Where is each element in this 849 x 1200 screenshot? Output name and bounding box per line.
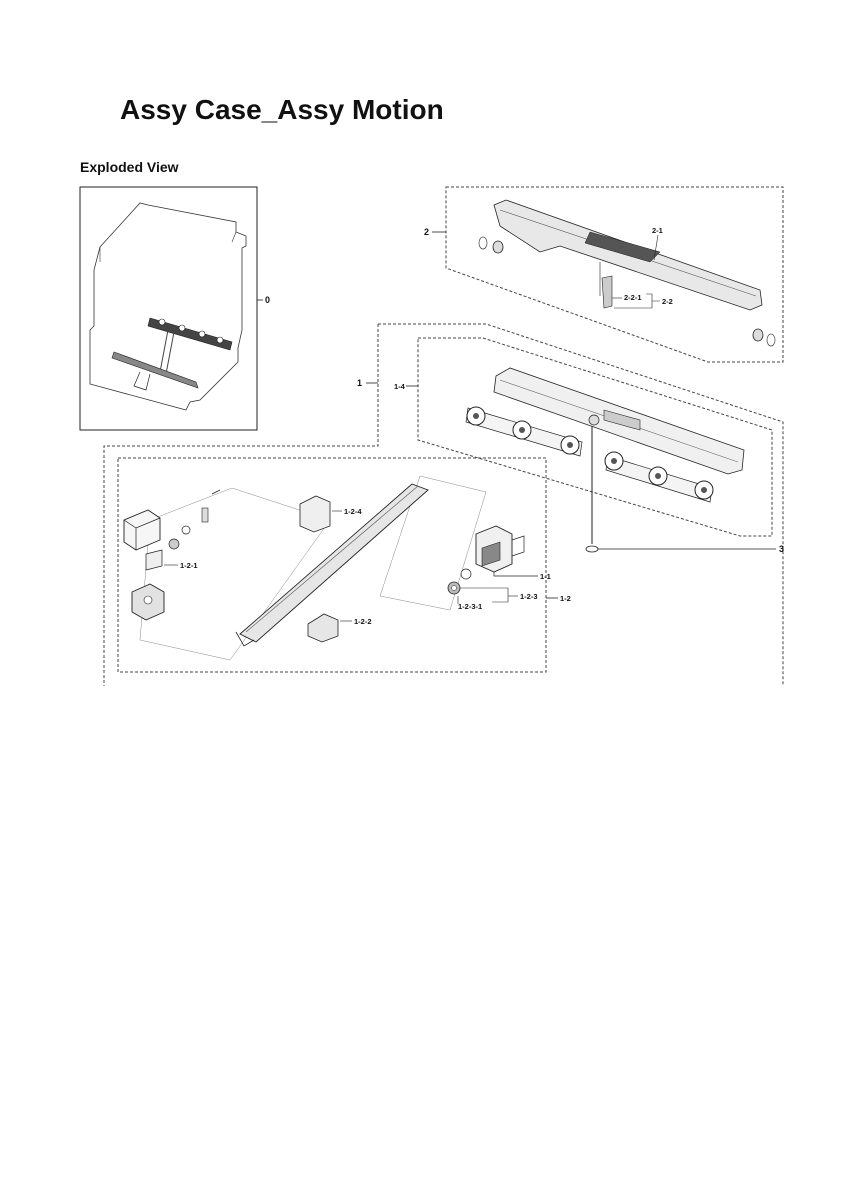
callout-1-2-2: 1-2-2 bbox=[354, 617, 372, 626]
callout-3: 3 bbox=[779, 544, 784, 554]
callout-2-2-1: 2-2-1 bbox=[624, 293, 642, 302]
panel-rail-wheels: 1-4 bbox=[394, 337, 773, 537]
callout-2: 2 bbox=[424, 227, 429, 237]
callout-2-1: 2-1 bbox=[652, 226, 663, 235]
callout-1-2-3: 1-2-3 bbox=[520, 592, 538, 601]
panel-spray-arm: 2 2-1 2-2-1 2-2 bbox=[424, 186, 784, 363]
callout-1-2-4: 1-2-4 bbox=[344, 507, 362, 516]
panel-case-overview: 0 bbox=[79, 186, 270, 431]
callout-1-2: 1-2 bbox=[560, 594, 571, 603]
callout-1-4: 1-4 bbox=[394, 382, 406, 391]
page-title: Assy Case_Assy Motion bbox=[120, 94, 444, 125]
panel-drive-track: 1-2 1-2-1 1-2-4 1-2-2 1- bbox=[117, 457, 571, 673]
callout-0: 0 bbox=[265, 295, 270, 305]
callout-1-1: 1-1 bbox=[540, 572, 551, 581]
exploded-view-heading: Exploded View bbox=[80, 159, 179, 175]
part-3-pin: 3 bbox=[585, 426, 784, 554]
callout-2-2: 2-2 bbox=[662, 297, 673, 306]
callout-1-2-3-1: 1-2-3-1 bbox=[458, 602, 482, 611]
callout-1: 1 bbox=[357, 378, 362, 388]
callout-1-2-1: 1-2-1 bbox=[180, 561, 198, 570]
panel-assembly-1: 1 bbox=[103, 323, 784, 686]
